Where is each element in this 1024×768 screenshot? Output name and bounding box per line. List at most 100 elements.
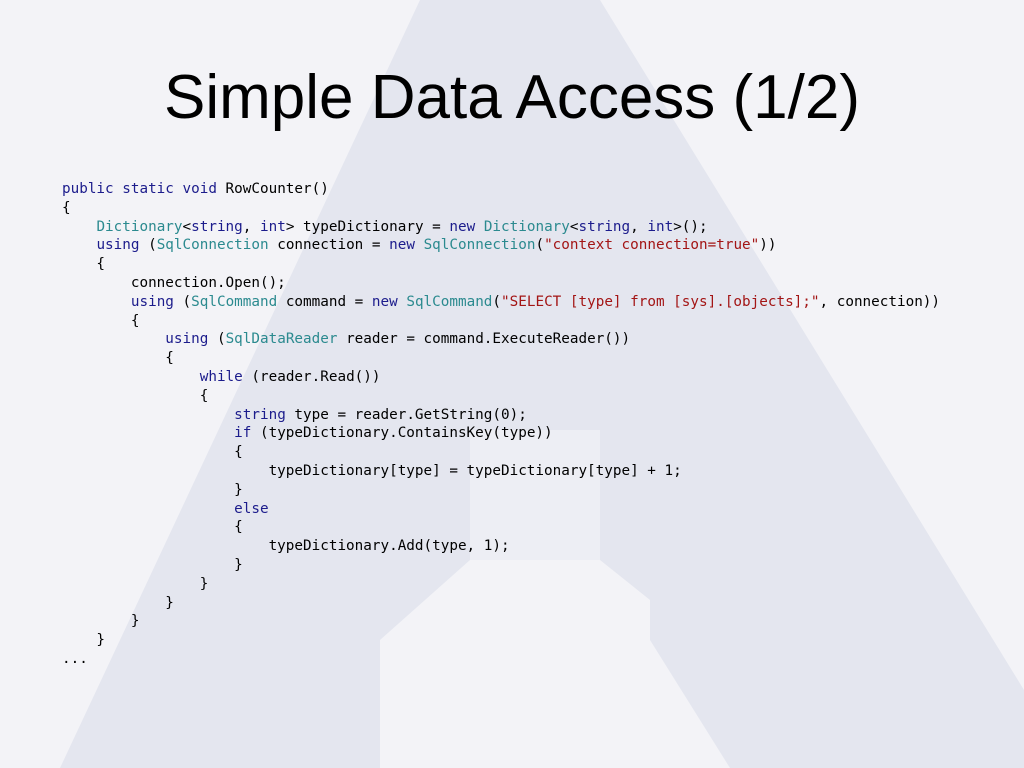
code-text	[475, 219, 484, 235]
code-keyword: while	[199, 368, 243, 385]
code-keyword: public static void	[62, 181, 217, 197]
watermark-logo-inner	[470, 430, 600, 560]
code-text: (reader.Read())	[242, 368, 381, 385]
code-keyword: new	[449, 218, 476, 235]
slide-title: Simple Data Access (1/2)	[163, 63, 861, 132]
code-type-name: SqlConnection	[423, 237, 536, 254]
code-line: {	[62, 387, 940, 406]
code-text	[62, 369, 200, 385]
code-keyword: if	[234, 425, 252, 442]
code-keyword: int	[647, 218, 674, 235]
code-line: else	[62, 500, 940, 519]
code-line: }	[62, 612, 940, 631]
code-text: typeDictionary.Add(type, 1);	[62, 538, 510, 555]
code-text	[62, 331, 165, 347]
code-text: {	[62, 312, 140, 329]
code-string-literal: "context connection=true"	[544, 237, 760, 254]
code-text: (	[208, 331, 226, 348]
code-text: {	[62, 199, 71, 216]
code-keyword: using	[130, 293, 174, 310]
code-line: {	[62, 349, 940, 368]
code-text: > typeDictionary =	[285, 218, 450, 235]
code-block: public static void RowCounter(){ Diction…	[62, 180, 940, 669]
code-line: using (SqlDataReader reader = command.Ex…	[62, 330, 940, 349]
code-text: {	[62, 387, 209, 404]
code-text: ))	[759, 237, 777, 254]
code-line: connection.Open();	[62, 274, 940, 293]
code-line: public static void RowCounter()	[62, 180, 940, 199]
code-line: using (SqlCommand command = new SqlComma…	[62, 293, 940, 312]
code-text: {	[62, 519, 243, 536]
code-text: (	[492, 293, 502, 310]
code-type-name: SqlConnection	[156, 237, 269, 254]
code-line: while (reader.Read())	[62, 368, 940, 387]
code-line: if (typeDictionary.ContainsKey(type))	[62, 424, 940, 443]
code-keyword: string	[234, 406, 286, 423]
code-type-name: SqlCommand	[191, 293, 278, 310]
code-line: }	[62, 481, 940, 500]
code-line: Dictionary<string, int> typeDictionary =…	[62, 218, 940, 237]
code-keyword: else	[234, 500, 269, 517]
code-line: string type = reader.GetString(0);	[62, 406, 940, 425]
code-type-name: Dictionary	[96, 218, 183, 235]
code-text: }	[62, 481, 243, 498]
code-text: {	[62, 444, 243, 461]
code-text: (typeDictionary.ContainsKey(type))	[251, 425, 553, 442]
code-text	[62, 237, 96, 253]
code-text: RowCounter()	[216, 181, 329, 197]
code-line: {	[62, 255, 940, 274]
code-line: using (SqlConnection connection = new Sq…	[62, 236, 940, 255]
code-type-name: Dictionary	[483, 218, 570, 235]
code-keyword: using	[165, 331, 209, 348]
code-type-name: SqlCommand	[406, 293, 493, 310]
code-text: typeDictionary[type] = typeDictionary[ty…	[62, 462, 682, 479]
code-text: }	[62, 594, 174, 611]
code-keyword: new	[389, 237, 415, 254]
code-keyword: string	[191, 218, 243, 235]
code-text: ...	[62, 650, 88, 667]
code-text: }	[62, 556, 243, 573]
code-line: {	[62, 199, 940, 218]
code-line: typeDictionary.Add(type, 1);	[62, 537, 940, 556]
code-keyword: using	[96, 237, 140, 254]
code-text: <	[182, 218, 192, 235]
code-text: (	[535, 237, 545, 254]
code-text	[415, 237, 424, 253]
code-text: (	[173, 293, 192, 310]
code-line: }	[62, 631, 940, 650]
code-text: {	[62, 256, 106, 273]
code-text: , connection))	[819, 293, 941, 310]
code-text	[62, 219, 96, 235]
code-text: ,	[630, 218, 648, 235]
code-line: }	[62, 556, 940, 575]
code-line: typeDictionary[type] = typeDictionary[ty…	[62, 462, 940, 481]
code-text	[62, 407, 234, 423]
code-text: {	[62, 350, 174, 367]
code-keyword: new	[371, 293, 398, 310]
code-keyword: string	[578, 218, 631, 235]
code-text	[62, 294, 131, 310]
code-line: {	[62, 443, 940, 462]
code-line: }	[62, 575, 940, 594]
code-string-literal: "SELECT [type] from [sys].[objects];"	[501, 293, 820, 310]
code-line: ...	[62, 650, 940, 669]
code-text	[62, 501, 234, 517]
code-type-name: SqlDataReader	[225, 331, 338, 348]
code-text: <	[569, 218, 579, 235]
code-text: }	[62, 613, 140, 630]
code-text: connection =	[268, 237, 390, 254]
code-text: }	[62, 575, 209, 592]
watermark-logo-shape	[60, 0, 1024, 768]
code-text: ,	[242, 218, 260, 235]
code-line: {	[62, 518, 940, 537]
code-keyword: int	[260, 218, 286, 235]
code-text: type = reader.GetString(0);	[285, 406, 527, 423]
code-line: }	[62, 594, 940, 613]
code-text: connection.Open();	[62, 274, 286, 291]
code-text	[62, 425, 234, 441]
code-text: >();	[673, 218, 708, 235]
code-line: {	[62, 312, 940, 331]
code-text: command =	[277, 293, 372, 310]
code-text: (	[139, 237, 157, 254]
